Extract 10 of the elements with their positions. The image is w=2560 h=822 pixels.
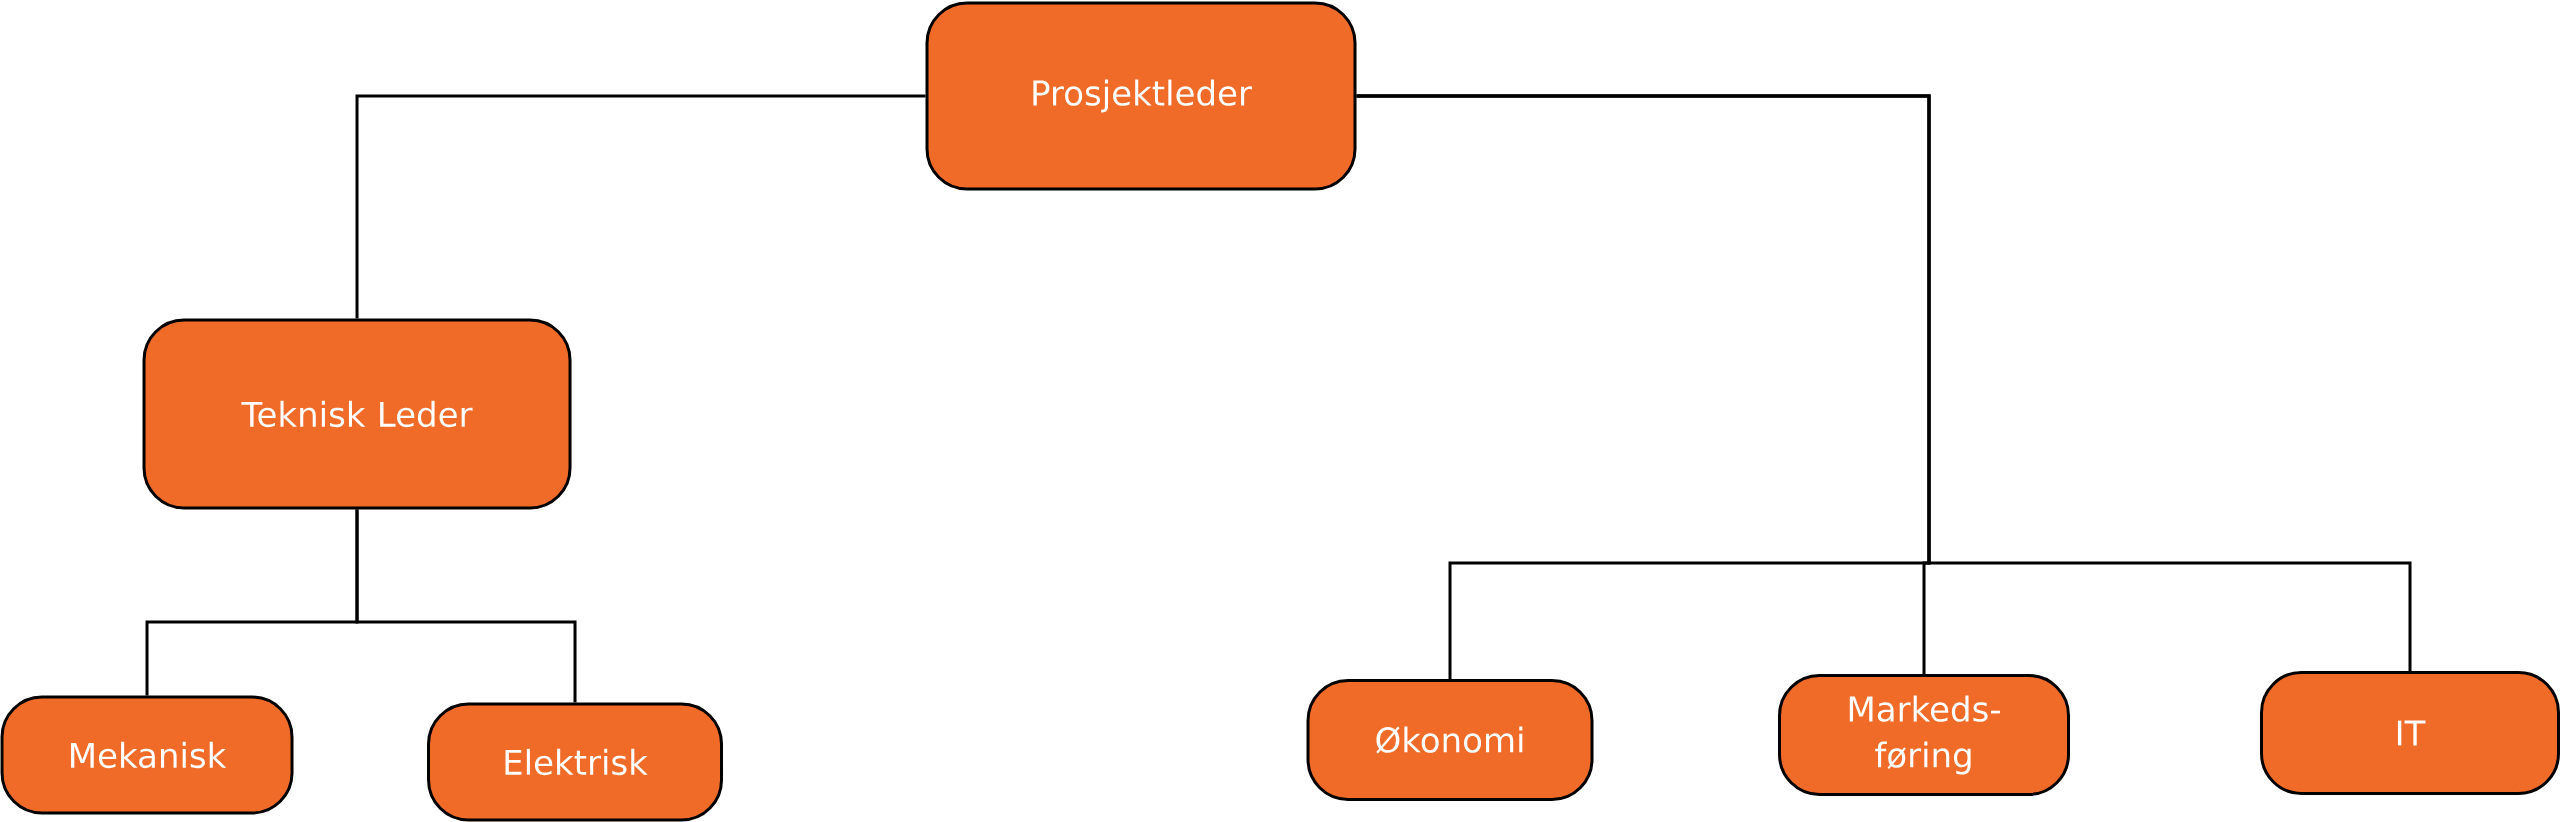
org-box: IT — [2260, 671, 2560, 795]
org-box: Teknisk Leder — [142, 318, 572, 510]
org-box: Mekanisk — [0, 695, 294, 815]
connector-line — [1356, 94, 2412, 671]
org-box: Prosjektleder — [925, 1, 1357, 191]
org-box: Markeds- føring — [1778, 674, 2070, 796]
connector-line — [355, 94, 926, 319]
org-box: Elektrisk — [427, 702, 723, 822]
org-box: Økonomi — [1306, 679, 1594, 801]
connector-line — [355, 509, 577, 703]
